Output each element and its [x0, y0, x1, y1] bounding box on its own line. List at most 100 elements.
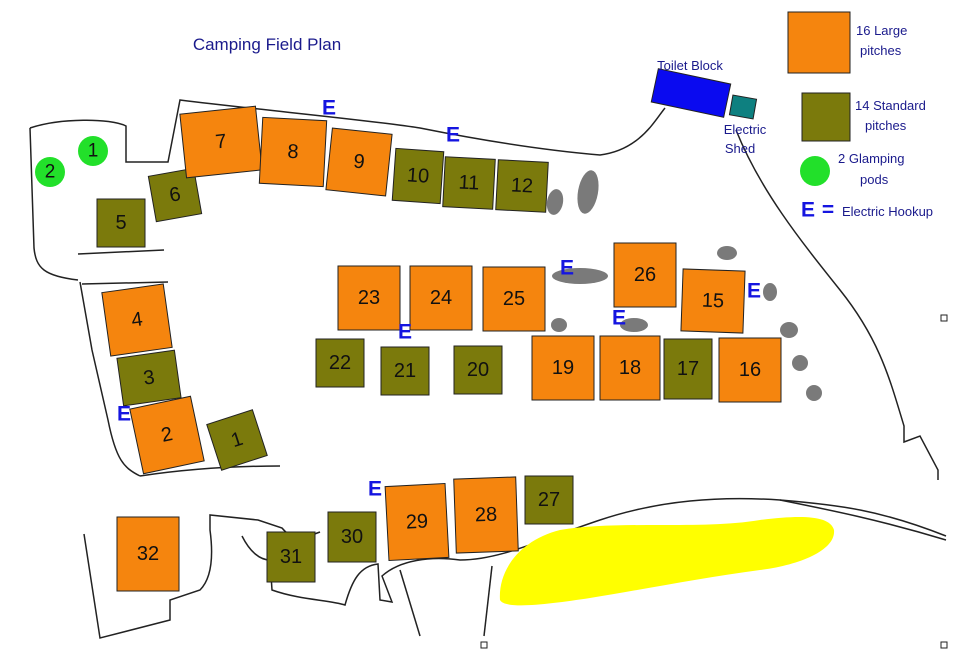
large-pitch-box: [409, 265, 473, 331]
legend-standard-line1: 14 Standard: [855, 98, 926, 113]
pitch-27: 27: [524, 475, 574, 525]
legend-large-line2: pitches: [860, 43, 902, 58]
resize-handle[interactable]: [940, 641, 948, 649]
pitch-16: 16: [718, 337, 782, 403]
pitch-31: 31: [266, 531, 316, 583]
pitch-4: 4: [101, 283, 173, 357]
standard-pitch-box: [206, 409, 268, 471]
legend-large-swatch: [787, 11, 851, 74]
pitch-17: 17: [663, 338, 713, 400]
pitch-number: 28: [474, 504, 497, 527]
pitch-number: 27: [538, 489, 560, 511]
electric-hookup-marker: E: [747, 280, 761, 303]
large-pitch-box: [325, 127, 393, 197]
large-pitch-box: [680, 268, 746, 334]
pitch-7: 7: [179, 105, 263, 179]
pitch-number: 20: [467, 359, 489, 381]
pitch-number: 21: [394, 360, 416, 382]
glamping-pod-number: 1: [88, 141, 99, 162]
pond: [499, 517, 835, 606]
pitch-number: 12: [510, 174, 533, 197]
pitch-number: 9: [352, 150, 365, 173]
legend-standard-line2: pitches: [865, 118, 907, 133]
pitch-8: 8: [258, 116, 328, 188]
boundary-west-top: [29, 127, 79, 281]
standard-pitch-box: [524, 475, 574, 525]
rock: [717, 246, 737, 260]
boundary-north: [29, 99, 666, 163]
glamping-pod-1: [78, 136, 108, 166]
pitch-11: 11: [442, 156, 496, 210]
pitch-1: 1: [206, 409, 268, 471]
pitch-10: 10: [391, 147, 445, 205]
pitch-number: 22: [329, 352, 351, 374]
standard-pitch-box: [380, 346, 430, 396]
pitch-21: 21: [380, 346, 430, 396]
electric-hookup-marker: E: [398, 321, 412, 344]
large-pitch-box: [453, 476, 519, 554]
large-pitch-box: [337, 265, 401, 331]
legend-electric-equals: =: [822, 199, 834, 222]
rock: [806, 385, 822, 401]
pitch-number: 11: [458, 171, 480, 194]
pitch-3: 3: [116, 349, 182, 407]
pitch-number: 32: [137, 543, 159, 565]
map-title: Camping Field Plan: [193, 35, 341, 54]
glamping-pod-number: 2: [45, 162, 56, 183]
large-pitch-box: [116, 516, 180, 592]
electric-shed-label-line1: Electric: [724, 122, 767, 137]
boundary-south-right: [779, 499, 947, 541]
standard-pitch-box: [495, 159, 549, 213]
electric-hookup-marker: E: [446, 124, 460, 147]
pitch-number: 7: [214, 130, 227, 153]
rock: [620, 318, 648, 332]
toilet-block: [650, 68, 732, 118]
pitch-number: 4: [130, 308, 144, 331]
pitch-19: 19: [531, 335, 595, 401]
large-pitch-box: [129, 395, 205, 475]
pitch-number: 5: [115, 212, 126, 234]
standard-pitch-box: [442, 156, 496, 210]
large-pitch-box: [599, 335, 661, 401]
rock: [551, 318, 567, 332]
boundary-south-lane: [399, 569, 421, 637]
large-pitch-box: [718, 337, 782, 403]
legend-pod-swatch: [800, 156, 830, 186]
glamping-pods: 12: [35, 136, 108, 187]
pitch-15: 15: [680, 268, 746, 334]
legend-electric-symbol: E: [801, 199, 815, 222]
boundary-east: [735, 129, 939, 480]
rock: [763, 283, 777, 301]
large-pitch-box: [101, 283, 173, 357]
pitch-26: 26: [613, 242, 677, 308]
electric-hookup-marker: E: [560, 257, 574, 280]
pitch-25: 25: [482, 266, 546, 332]
pitch-30: 30: [327, 511, 377, 563]
standard-pitch-box: [147, 167, 203, 223]
pitch-number: 31: [280, 546, 302, 568]
pitch-number: 17: [677, 358, 699, 380]
pitch-2: 2: [129, 395, 205, 475]
pitch-number: 29: [405, 510, 428, 533]
resize-handle[interactable]: [480, 641, 488, 649]
standard-pitch-box: [315, 338, 365, 388]
electric-shed-label-line2: Shed: [725, 141, 755, 156]
resize-handle[interactable]: [940, 314, 948, 322]
legend-electric-label: Electric Hookup: [842, 204, 933, 219]
rock: [780, 322, 798, 338]
standard-pitch-box: [116, 349, 182, 407]
electric-shed: [728, 94, 758, 120]
pitch-20: 20: [453, 345, 503, 395]
pitch-number: 19: [552, 357, 574, 379]
large-pitch-box: [613, 242, 677, 308]
glamping-pod-2: [35, 157, 65, 187]
boundary-divider-left2: [81, 281, 169, 285]
pitch-28: 28: [453, 476, 519, 554]
pitch-22: 22: [315, 338, 365, 388]
standard-pitch-box: [453, 345, 503, 395]
pitch-number: 3: [142, 366, 156, 389]
rock: [577, 170, 599, 214]
pitch-number: 25: [503, 288, 525, 310]
pitch-number: 26: [634, 264, 656, 286]
